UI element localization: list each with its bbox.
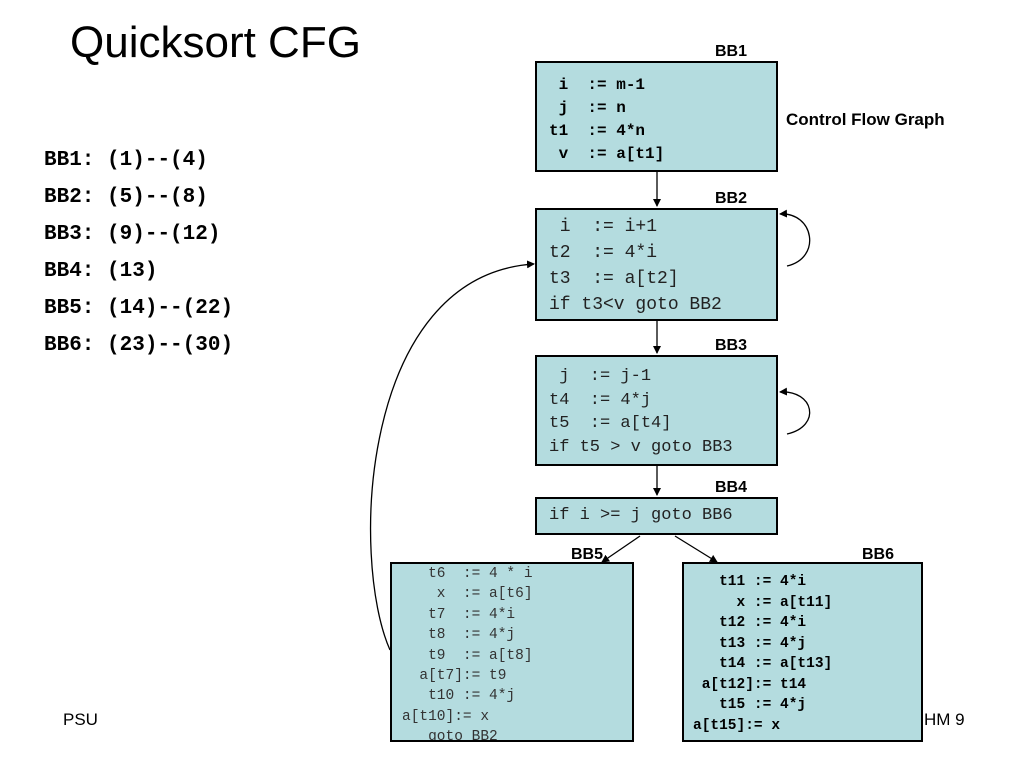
block-range-value: (13) bbox=[107, 260, 158, 283]
code-line: if t5 > v goto BB3 bbox=[549, 437, 733, 457]
code-line: t6 := 4 * i bbox=[402, 566, 533, 582]
code-line: x := a[t6] bbox=[402, 586, 533, 603]
bb4-label: BB4 bbox=[715, 479, 748, 496]
block-range-list: BB1: (1)--(4) BB2: (5)--(8) BB3: (9)--(1… bbox=[44, 146, 233, 368]
block-range-value: (1)--(4) bbox=[107, 149, 208, 172]
code-line: t3 := a[t2] bbox=[549, 269, 679, 289]
basic-block-bb5: t6 := 4 * i x := a[t6] t7 := 4*i t8 := 4… bbox=[390, 562, 634, 742]
code-line: t12 := 4*i bbox=[693, 615, 807, 631]
code-line: t10 := 4*j bbox=[402, 688, 516, 705]
block-range-value: (14)--(22) bbox=[107, 297, 234, 320]
basic-block-bb2: i := i+1 t2 := 4*i t3 := a[t2] if t3<v g… bbox=[535, 208, 778, 321]
code-line: t15 := 4*j bbox=[693, 697, 807, 713]
basic-block-bb1: i := m-1 j := n t1 := 4*n v := a[t1] bbox=[535, 61, 778, 172]
block-range-name: BB4: bbox=[44, 260, 95, 283]
code-line: t2 := 4*i bbox=[549, 243, 658, 263]
bb5-label: BB5 bbox=[571, 546, 604, 563]
basic-block-bb3: j := j-1 t4 := 4*j t5 := a[t4] if t5 > v… bbox=[535, 355, 778, 466]
block-range-name: BB5: bbox=[44, 297, 95, 320]
block-range-item: BB4: (13) bbox=[44, 257, 233, 294]
code-line: t5 := a[t4] bbox=[549, 414, 672, 433]
code-line: j := n bbox=[549, 99, 626, 117]
bb2-label: BB2 bbox=[715, 190, 748, 207]
block-range-value: (5)--(8) bbox=[107, 186, 208, 209]
edge-bb4-bb5 bbox=[601, 535, 641, 563]
block-range-item: BB5: (14)--(22) bbox=[44, 294, 233, 331]
code-line: t13 := 4*j bbox=[693, 635, 807, 652]
footer-right: HM 9 bbox=[924, 710, 965, 729]
block-range-name: BB2: bbox=[44, 186, 95, 209]
code-line: if i >= j goto BB6 bbox=[549, 506, 733, 525]
edge-bb4-bb6 bbox=[674, 535, 718, 563]
code-line: j := j-1 bbox=[549, 367, 652, 386]
block-range-name: BB3: bbox=[44, 223, 95, 246]
code-line: goto BB2 bbox=[402, 729, 498, 742]
block-range-item: BB6: (23)--(30) bbox=[44, 331, 233, 368]
block-range-item: BB2: (5)--(8) bbox=[44, 183, 233, 220]
code-line: t8 := 4*j bbox=[402, 627, 516, 644]
code-line: i := m-1 bbox=[549, 76, 646, 94]
code-line: t11 := 4*i bbox=[693, 574, 807, 590]
code-line: a[t7]:= t9 bbox=[402, 668, 507, 685]
block-range-value: (9)--(12) bbox=[107, 223, 221, 246]
code-line: a[t15]:= x bbox=[693, 717, 781, 734]
cfg-caption: Control Flow Graph bbox=[786, 110, 945, 129]
code-line: i := i+1 bbox=[549, 217, 658, 237]
edge-bb5-bb2 bbox=[369, 260, 535, 651]
code-line: t9 := a[t8] bbox=[402, 647, 533, 664]
block-range-value: (23)--(30) bbox=[107, 334, 234, 357]
code-line: t14 := a[t13] bbox=[693, 656, 833, 672]
basic-block-bb4: if i >= j goto BB6 bbox=[535, 497, 778, 535]
block-range-item: BB1: (1)--(4) bbox=[44, 146, 233, 183]
code-line: t7 := 4*i bbox=[402, 606, 516, 623]
edge-bb2-self-loop bbox=[779, 209, 811, 267]
block-range-name: BB6: bbox=[44, 334, 95, 357]
bb1-label: BB1 bbox=[715, 43, 748, 60]
bb3-label: BB3 bbox=[715, 337, 748, 354]
page-title: Quicksort CFG bbox=[70, 18, 361, 67]
code-line: t1 := 4*n bbox=[549, 122, 646, 140]
code-line: a[t10]:= x bbox=[402, 708, 490, 725]
code-line: t4 := 4*j bbox=[549, 390, 652, 410]
block-range-item: BB3: (9)--(12) bbox=[44, 220, 233, 257]
code-line: if t3<v goto BB2 bbox=[549, 295, 722, 315]
code-line: v := a[t1] bbox=[549, 145, 665, 163]
block-range-name: BB1: bbox=[44, 149, 95, 172]
footer-left: PSU bbox=[63, 710, 98, 729]
code-line: x := a[t11] bbox=[693, 594, 833, 611]
edge-bb3-self-loop bbox=[779, 387, 811, 435]
code-line: a[t12]:= t14 bbox=[693, 676, 807, 693]
bb6-label: BB6 bbox=[862, 546, 895, 563]
basic-block-bb6: t11 := 4*i x := a[t11] t12 := 4*i t13 :=… bbox=[682, 562, 923, 742]
